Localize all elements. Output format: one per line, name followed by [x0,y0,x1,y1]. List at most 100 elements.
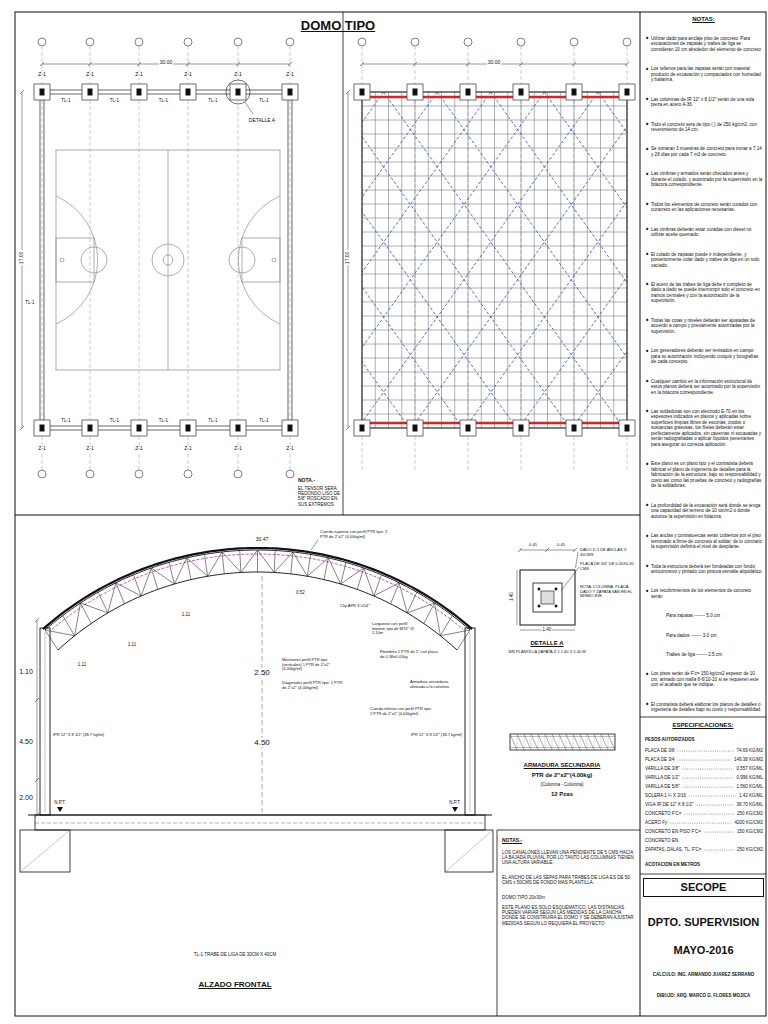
arch-truss [45,630,58,650]
arch-truss [307,554,310,576]
secondary-truss [552,734,553,750]
footing-detail [517,570,518,625]
secondary-truss [517,734,524,750]
plan-columns [42,90,290,91]
member-label: Diagonales perfil PTR tipo: 1 PTR de 2"x… [282,681,344,690]
plan-columns [186,425,191,432]
secondary-truss [538,734,539,750]
spec-value: 0.557 KG/ML [736,766,763,771]
plan-columns [180,84,196,100]
roof-plan [407,420,423,436]
spec-leader [670,823,731,824]
spec-name: PLACA DE 3/8 [645,748,675,753]
plan-columns [234,38,242,46]
roof-plan [362,316,627,317]
arch-truss [116,583,125,604]
secondary-truss [566,734,567,750]
secondary-truss [517,734,518,750]
note-item: Los rellenos para las zapatas serán con … [644,66,763,83]
secondary-truss [608,734,609,750]
foundation [35,823,485,824]
member-label: Largueros con perfil monten tipo de MT4"… [372,622,416,636]
roof-plan [521,46,522,470]
arch-truss [440,616,452,636]
plan-columns [288,89,293,96]
sheet-frame [343,12,344,515]
cross-bracing [384,92,624,428]
spec-leader [704,832,734,833]
roof-plan [346,90,350,94]
roof-plan [411,38,419,46]
note-text: EL ANCHO DE LAS SEPAS PARA TRABES DE LIG… [502,875,636,885]
spec-leader [689,796,736,797]
plan-columns [34,84,50,100]
secondary-truss [587,734,588,750]
secondary-truss [566,734,573,750]
arch-truss [141,568,151,596]
spec-leader [704,850,734,851]
plan-columns [236,425,241,432]
note-text: LOS CANALONES LLEVAN UNA PENDIENTE DE 5 … [502,850,636,866]
roof-plan [464,38,472,46]
roof-plan [619,420,635,436]
roof-plan [362,372,627,373]
basketball-court [163,255,173,265]
beam-tag: TL-1 [208,98,217,103]
arch-truss [43,548,472,629]
sheet-frame [15,515,640,516]
arch-truss [341,568,364,584]
cross-bracing [491,92,627,428]
roof-plan [466,425,471,432]
note-item: Para dados ------- 3.0 cm [644,633,763,639]
arch-truss [240,550,241,572]
footing-detail [561,567,579,591]
dimension-label: 30.00 [159,60,174,66]
detail-label: NOTA: COLUMNA, PLACA, DADO Y ZAPATA VAN … [580,585,638,599]
plan-columns [230,420,246,436]
note-item: Las anclas y contratuercas serán cubiert… [644,533,763,550]
sheet-frame [640,717,766,718]
footing-detail [538,605,540,607]
beam-tag: TL-1 [61,418,70,423]
level-mark: N.P.T. [54,800,66,805]
arch-truss [311,540,318,550]
note-item: Las columnas de IR 12" x 8 1/2" serán de… [644,97,763,108]
beam-tag: TL-1 [208,418,217,423]
plan-columns [236,89,241,96]
arch-truss [364,568,374,596]
arch-truss [63,616,75,636]
plan-columns [20,90,24,94]
roof-plan [513,84,529,100]
dimension-line [262,576,263,812]
roof-plan [566,84,582,100]
arch-truss [204,554,207,576]
dimension-label: 17.00 [19,251,25,266]
footing-tag: Z-1 [233,446,243,452]
plan-columns [88,425,93,432]
dimension-label: 0.45 [557,543,565,548]
roof-plan [413,62,417,66]
detail-label: PLACA DE 3/4" DE 0.30X0.30 CMS [580,562,638,571]
dimension-label: 30.47 [256,537,269,543]
note-text: EL TENSOR SERA REDONDO LISO DE 5/8" ROSC… [298,486,342,507]
roof-plan [362,232,627,233]
arch-truss [98,592,108,613]
footing-tag: Z-1 [285,72,295,78]
member-label: 12 Pzas [551,791,573,798]
plan-columns [135,470,143,478]
secondary-truss [538,734,545,750]
roof-plan [460,84,476,100]
plan-columns [286,470,294,478]
roof-plan [362,148,627,149]
roof-plan [572,89,577,96]
plan-columns [188,46,189,470]
detail-label: DADO D-1 DE ANCLAS X 40CMS [580,548,638,557]
plan-columns [186,89,191,96]
cross-bracing [362,92,598,428]
agency-stamp: SECOPE [643,878,764,897]
spec-value: 38.70 KG/ML [736,802,763,807]
note-heading: NOTA.- [298,478,315,484]
arch-truss [440,630,470,636]
cross-bracing [572,92,627,428]
basketball-court [272,258,276,262]
